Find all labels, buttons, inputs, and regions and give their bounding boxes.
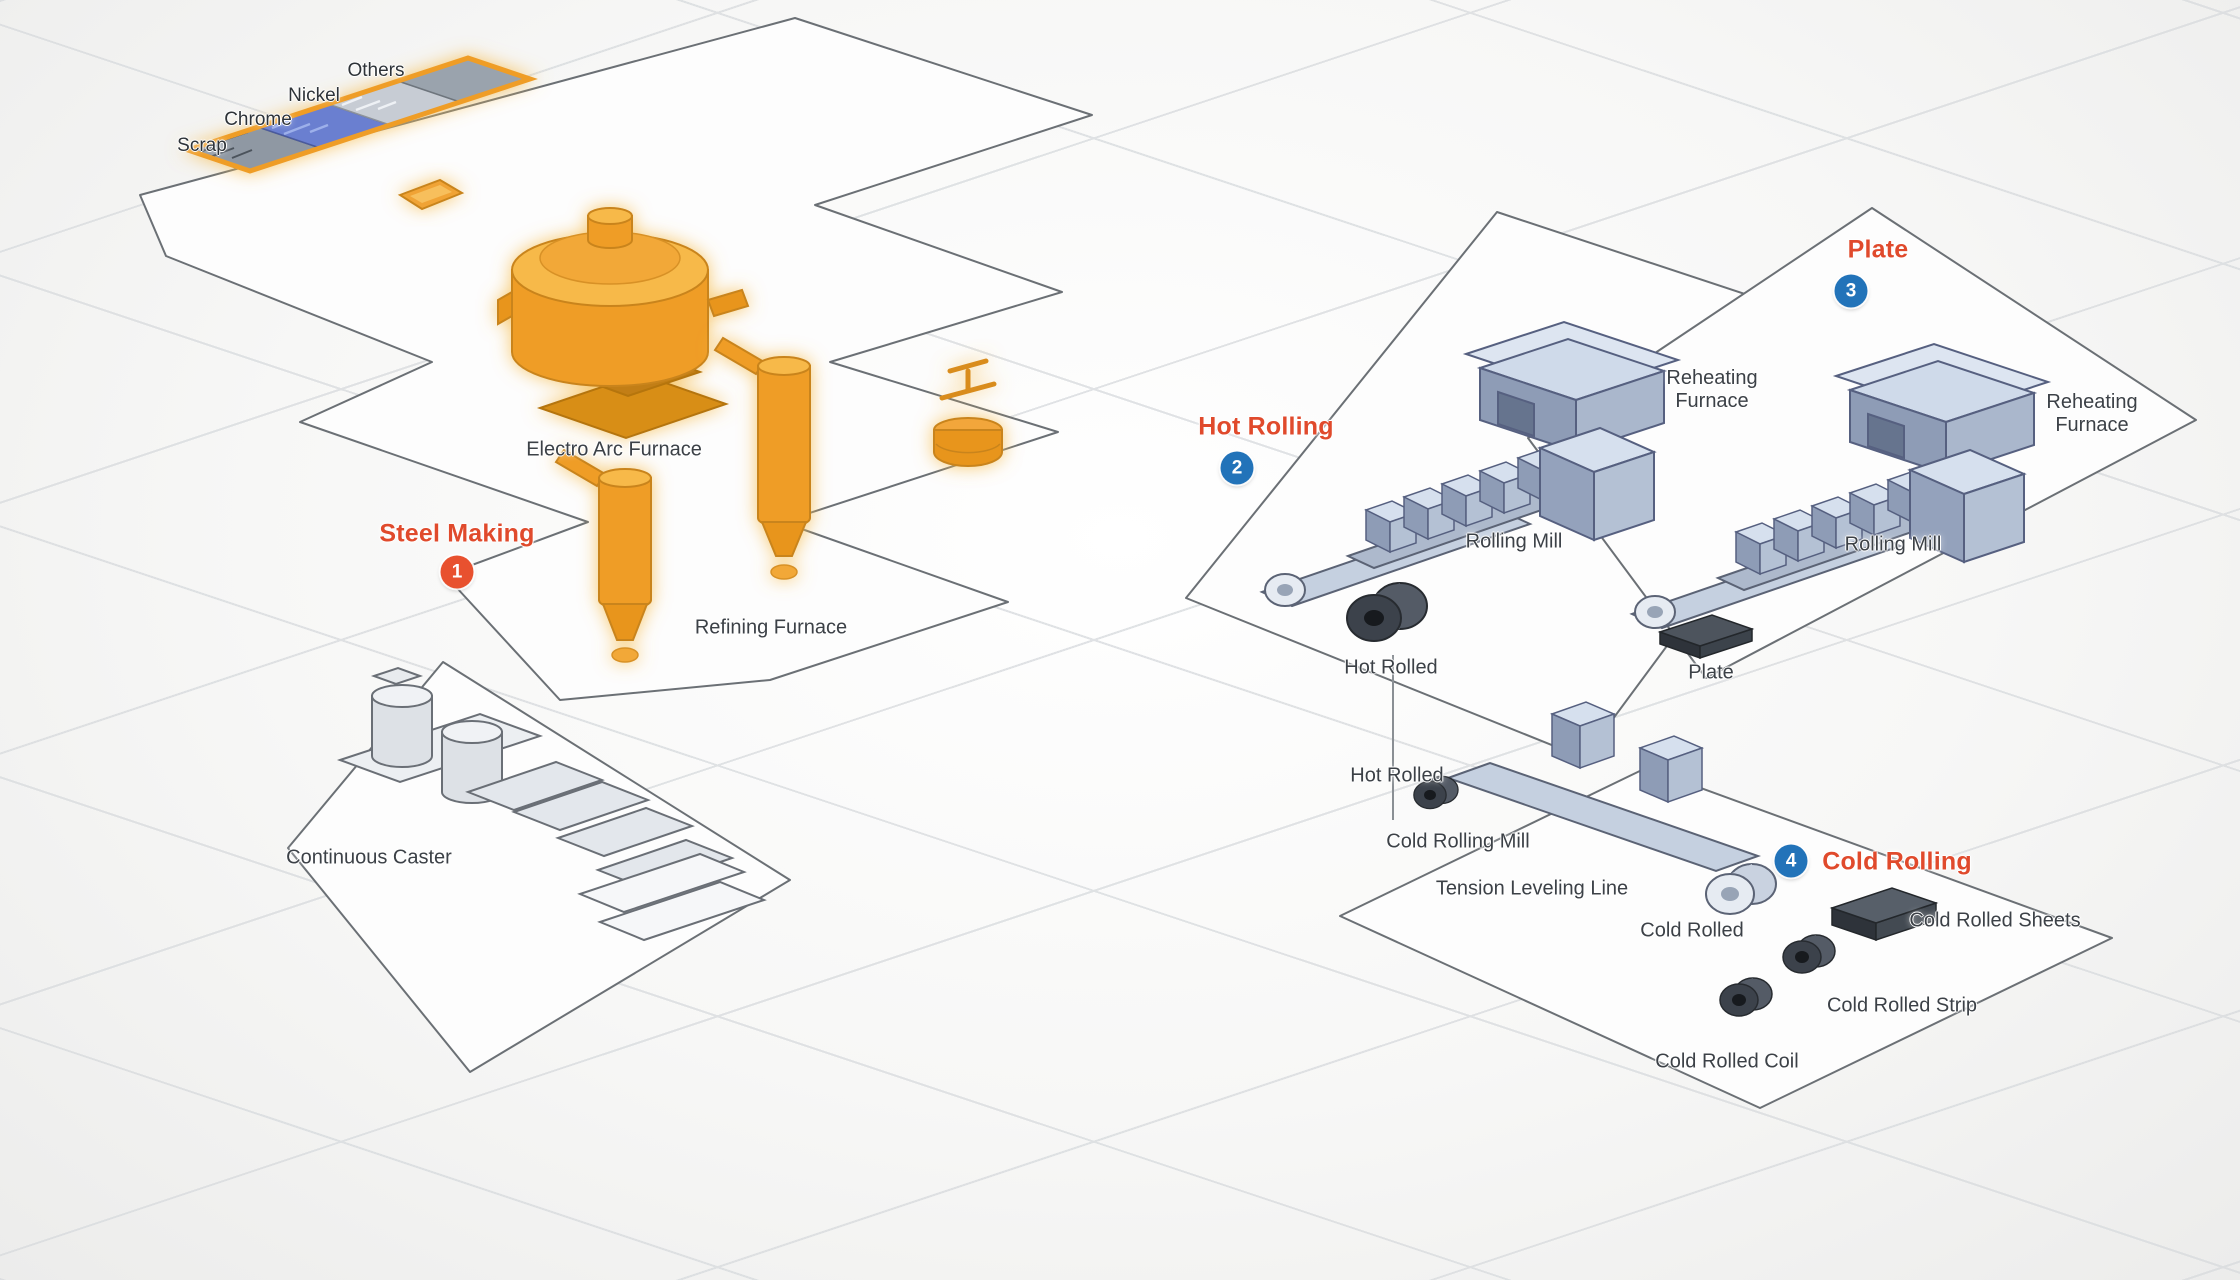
label-hot-rolled-2: Hot Rolled — [1350, 764, 1444, 787]
badge-plate: 3 — [1834, 274, 1868, 308]
label-rolling-mill-2: Rolling Mill — [1844, 533, 1942, 556]
label-cold-rolled-coil: Cold Rolled Coil — [1655, 1050, 1799, 1073]
plate-product-illustration — [1657, 614, 1755, 660]
ladle-illustration — [933, 358, 1003, 467]
raw-materials-tray — [180, 55, 538, 174]
continuous-caster-illustration — [336, 666, 767, 942]
badge-hot-rolling: 2 — [1220, 451, 1254, 485]
label-cold-rolled: Cold Rolled — [1640, 919, 1744, 942]
hot-rolled-coil-illustration — [1346, 582, 1428, 642]
label-section-cold-rolling: Cold Rolling — [1822, 847, 1972, 876]
label-electro-arc-furnace: Electro Arc Furnace — [526, 438, 702, 461]
label-cold-rolled-sheets: Cold Rolled Sheets — [1909, 909, 2081, 932]
label-continuous-caster: Continuous Caster — [286, 846, 452, 869]
electro-arc-furnace-illustration — [497, 207, 750, 440]
label-nickel: Nickel — [288, 85, 340, 106]
label-plate-product: Plate — [1688, 661, 1734, 684]
label-refining-furnace: Refining Furnace — [694, 616, 848, 639]
label-reheating-furnace-2: Reheating Furnace — [2046, 391, 2138, 436]
label-rolling-mill-1: Rolling Mill — [1465, 530, 1563, 553]
scoop-illustration — [397, 178, 465, 211]
label-section-hot-rolling: Hot Rolling — [1198, 412, 1334, 441]
label-cold-rolled-strip: Cold Rolled Strip — [1826, 994, 1978, 1017]
label-others: Others — [347, 60, 405, 81]
cold-rolling-line-illustration — [1413, 701, 1777, 915]
label-tension-leveling-line: Tension Leveling Line — [1435, 877, 1629, 900]
label-chrome: Chrome — [224, 109, 292, 130]
platform-cold-rolling — [1339, 767, 2113, 1109]
refining-furnace-illustration — [554, 336, 811, 663]
badge-steel-making: 1 — [440, 555, 474, 589]
label-scrap: Scrap — [177, 135, 227, 156]
label-section-plate: Plate — [1847, 235, 1909, 264]
label-cold-rolling-mill: Cold Rolling Mill — [1386, 830, 1530, 853]
label-reheating-furnace-1: Reheating Furnace — [1666, 367, 1758, 412]
badge-cold-rolling: 4 — [1774, 844, 1808, 878]
label-section-steel-making: Steel Making — [379, 519, 535, 548]
cold-rolled-sheets-illustration — [1829, 887, 1939, 942]
label-hot-rolled-1: Hot Rolled — [1344, 656, 1438, 679]
